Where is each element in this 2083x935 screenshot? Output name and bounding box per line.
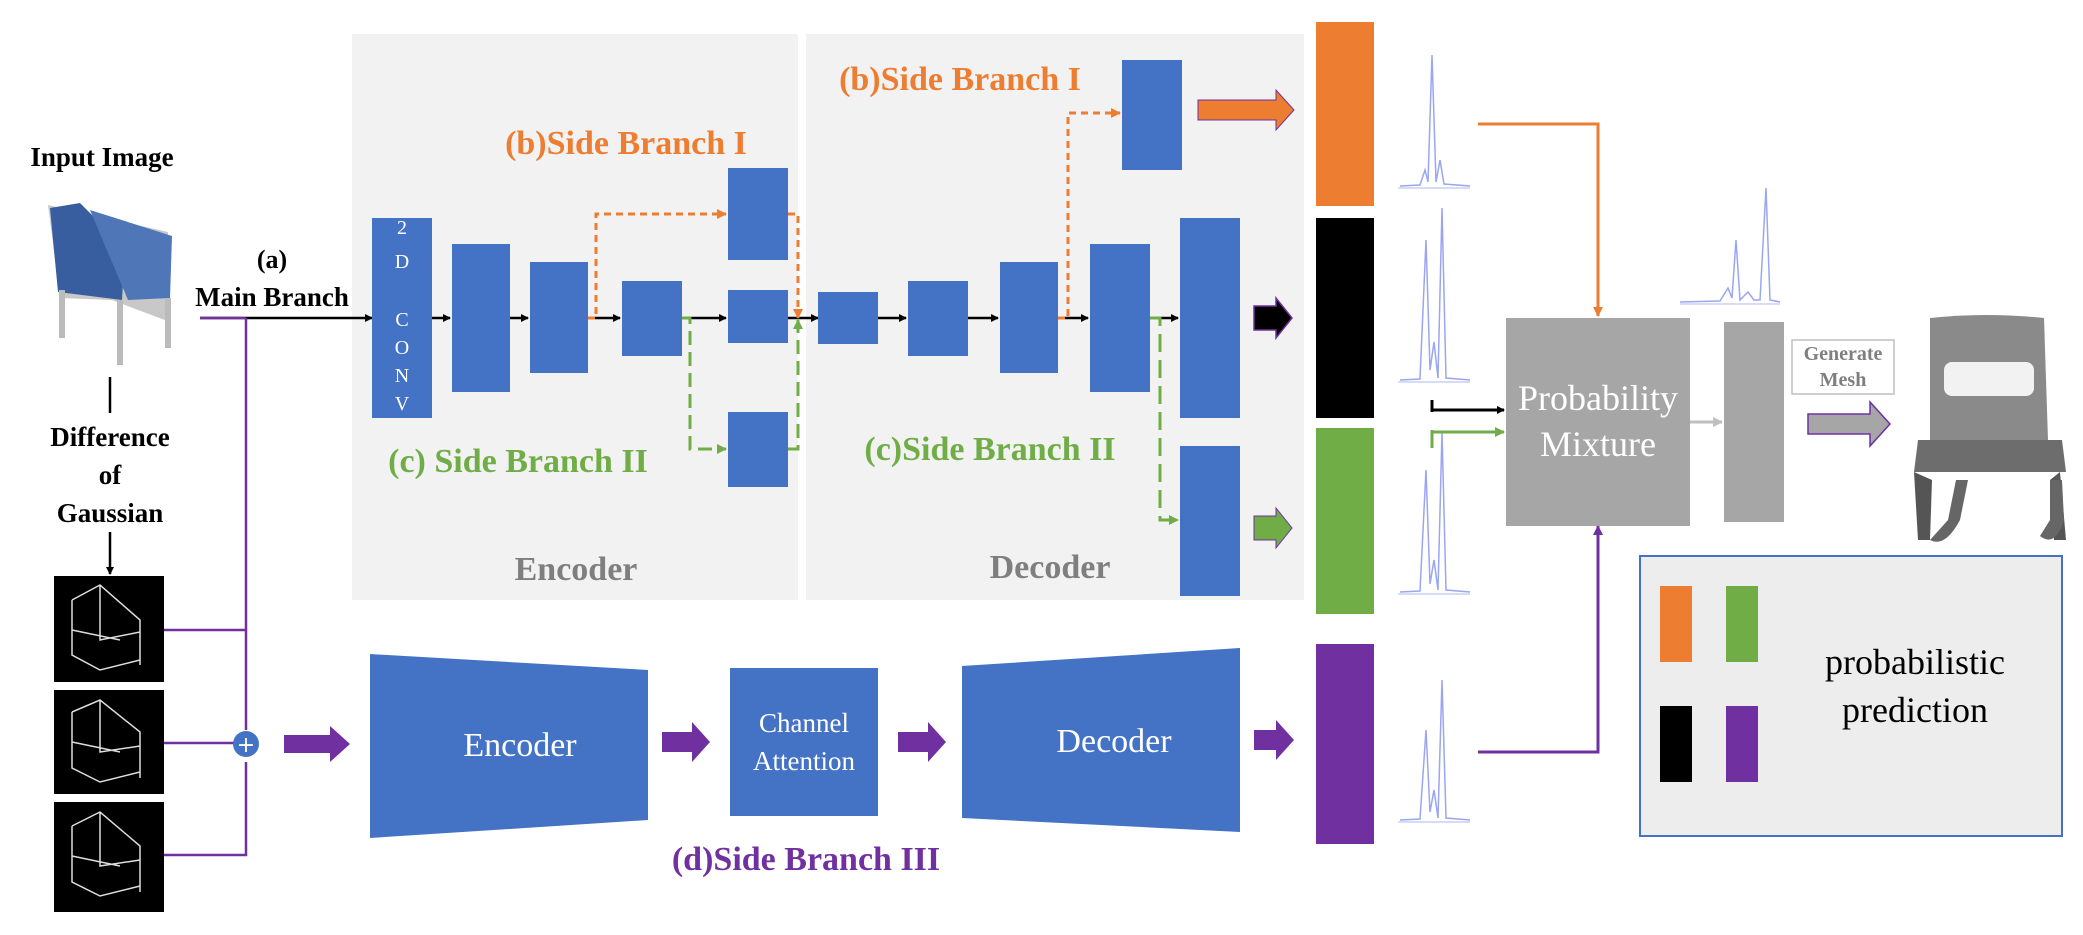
fusion-connectors (164, 316, 248, 857)
svg-text:V: V (395, 393, 410, 415)
dog-image-3 (54, 802, 164, 912)
encoder-panel-title: Encoder (515, 551, 638, 588)
decoder-output-main (1180, 218, 1240, 418)
probability-mixture-block (1506, 318, 1690, 526)
encoder-block-1 (452, 244, 510, 392)
input-chair-image (48, 203, 172, 365)
channel-attention-label-1: Channel (759, 708, 849, 738)
generate-mesh-arrow (1807, 400, 1892, 448)
encoder-block-2 (530, 262, 588, 373)
conv2d-label: 2 D C O N V (395, 217, 410, 415)
side-branch-1-dec-path (1058, 108, 1121, 320)
svg-text:C: C (395, 309, 408, 331)
encoder-block-4 (728, 290, 788, 343)
enc-to-attention-arrow (662, 722, 710, 762)
side-branch-2-enc-path (682, 316, 803, 454)
side-branch-3-decoder-label: Decoder (1056, 723, 1172, 760)
legend-label-2: prediction (1842, 690, 1988, 730)
channel-attention-block (730, 668, 878, 816)
decoder-block-2 (908, 281, 968, 356)
svg-text:D: D (395, 251, 409, 273)
svg-text:O: O (395, 337, 409, 359)
generate-mesh-label-box (1791, 339, 1895, 395)
dog-image-1 (54, 576, 164, 682)
purple-to-mixture-line (1478, 525, 1603, 754)
legend-box (1639, 555, 2063, 837)
prob-curve-black (1398, 207, 1471, 383)
legend-swatch-purple (1726, 706, 1758, 782)
legend-label-1: probabilistic (1825, 642, 2005, 682)
side-branch-2-dec-path (1150, 316, 1179, 525)
side-branch-3-encoder-block (370, 654, 648, 838)
generate-mesh-label-1: Generate (1804, 343, 1883, 365)
prob-curve-mixture (1679, 187, 1781, 305)
side-branch-1-enc-path (588, 209, 803, 320)
conv2d-block (372, 218, 432, 418)
fusion-block-arrow (284, 726, 350, 762)
dog-label-line2: of (99, 460, 123, 490)
input-image-label: Input Image (30, 142, 173, 172)
side-branch-2-dec-label: (c)Side Branch II (864, 431, 1115, 468)
legend-swatch-black (1660, 706, 1692, 782)
green-output-arrow (1253, 506, 1293, 550)
purple-output-arrow (1254, 720, 1294, 760)
probability-mixture-label-2: Mixture (1540, 424, 1656, 464)
fusion-plus-node (233, 731, 259, 757)
dog-image-2 (54, 690, 164, 794)
decoder-block-1 (818, 292, 878, 344)
side-branch-3-label: (d)Side Branch III (672, 841, 940, 878)
side-branch-2-enc-label: (c) Side Branch II (388, 443, 648, 480)
decoder-panel-title: Decoder (990, 549, 1111, 586)
side-branch-1-enc-block (728, 168, 788, 260)
output-chair-mesh (1914, 315, 2066, 542)
output-bar-black (1316, 218, 1374, 418)
plus-icon: + (237, 733, 255, 758)
side-branch-2-enc-block (728, 412, 788, 487)
mixed-output-bar (1724, 322, 1784, 522)
side-branch-3-decoder-block (962, 648, 1240, 832)
side-branch-2-dec-block (1180, 446, 1240, 596)
svg-text:2: 2 (397, 217, 407, 239)
output-bar-green (1316, 428, 1374, 614)
dog-label-line3: Gaussian (57, 498, 164, 528)
orange-output-arrow (1197, 88, 1295, 132)
output-bar-purple (1316, 644, 1374, 844)
black-output-arrow (1253, 295, 1293, 341)
side-branch-1-dec-label: (b)Side Branch I (839, 61, 1081, 98)
main-branch-a-label: (a) (257, 245, 287, 274)
encoder-block-3 (622, 281, 682, 356)
orange-to-mixture-line (1478, 122, 1603, 317)
prob-curve-purple (1398, 679, 1471, 823)
decoder-block-3 (1000, 262, 1058, 373)
attention-to-dec-arrow (898, 722, 946, 762)
side-branch-3-encoder-label: Encoder (463, 727, 577, 764)
side-branch-1-dec-block (1122, 60, 1182, 170)
decoder-block-4 (1090, 244, 1150, 392)
legend-swatch-orange (1660, 586, 1692, 662)
output-bar-orange (1316, 22, 1374, 206)
main-branch-label: Main Branch (195, 282, 349, 312)
prob-curve-green (1398, 431, 1471, 595)
dog-label-line1: Difference (50, 422, 169, 452)
prob-curve-orange (1398, 54, 1471, 189)
channel-attention-label-2: Attention (753, 746, 855, 776)
legend-swatch-green (1726, 586, 1758, 662)
generate-mesh-label-2: Mesh (1820, 369, 1867, 391)
probability-mixture-label-1: Probability (1518, 378, 1678, 418)
side-branch-1-enc-label: (b)Side Branch I (505, 125, 747, 162)
svg-text:N: N (395, 365, 409, 387)
